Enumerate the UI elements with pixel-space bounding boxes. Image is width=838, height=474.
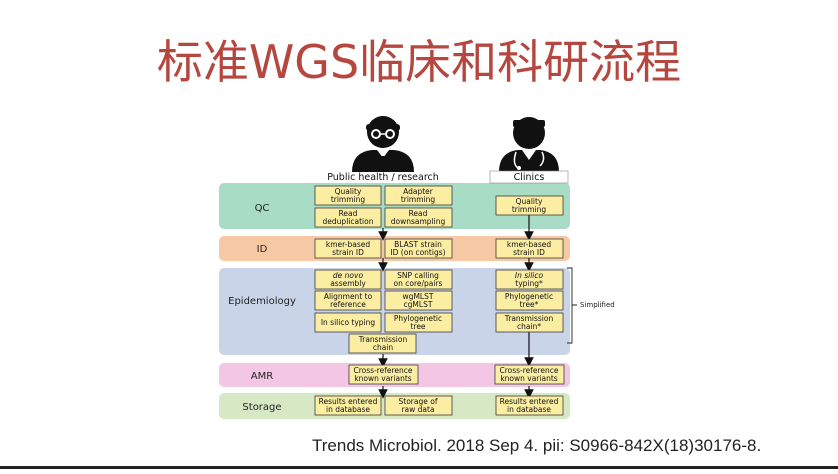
svg-text:chain*: chain*: [517, 322, 541, 331]
svg-text:Phylogenetic: Phylogenetic: [394, 314, 442, 323]
column-header-clinics-box: [489, 170, 569, 184]
svg-text:SNP calling: SNP calling: [397, 271, 439, 280]
qc-band: [219, 183, 570, 229]
doctor-icon: [499, 117, 559, 172]
svg-text:Storage of: Storage of: [399, 397, 438, 406]
simplified-bracket: [567, 267, 577, 344]
svg-text:wgMLST: wgMLST: [403, 292, 434, 301]
box-clinic-kmer-strain-id: kmer-based strain ID: [495, 238, 564, 259]
slide-title: 标准WGS临床和科研流程: [156, 35, 682, 89]
svg-text:Results entered: Results entered: [319, 397, 378, 406]
svg-text:Read: Read: [339, 209, 358, 218]
svg-text:Alignment to: Alignment to: [324, 292, 373, 301]
box-clinic-in-silico-typing: In silico typing*: [495, 269, 564, 290]
box-adapter-trimming: Adapter trimming: [384, 185, 453, 206]
box-kmer-strain-id: kmer-based strain ID: [314, 238, 382, 259]
svg-text:In silico typing: In silico typing: [321, 318, 376, 327]
svg-text:on core/pairs: on core/pairs: [394, 279, 443, 288]
column-header-public-health: Public health / research: [327, 172, 439, 183]
box-read-deduplication: Read deduplication: [314, 207, 382, 228]
box-read-downsampling: Read downsampling: [384, 207, 453, 228]
box-blast-strain-id: BLAST strain ID (on contigs): [384, 238, 453, 259]
stage-label-epidemiology: Epidemiology: [228, 296, 296, 307]
svg-text:in database: in database: [507, 405, 551, 414]
svg-text:trimming: trimming: [331, 195, 366, 204]
column-header-clinics: Clinics: [514, 172, 545, 183]
box-clinic-phylogenetic-tree: Phylogenetic tree*: [495, 290, 564, 311]
svg-text:in database: in database: [326, 405, 370, 414]
svg-text:strain ID: strain ID: [332, 248, 364, 257]
svg-text:deduplication: deduplication: [323, 217, 374, 226]
stage-label-qc: QC: [255, 203, 270, 214]
svg-text:tree*: tree*: [520, 300, 539, 309]
svg-text:strain ID: strain ID: [513, 248, 545, 257]
svg-text:Transmission: Transmission: [504, 314, 554, 323]
box-de-novo-assembly: de novo assembly: [314, 269, 382, 290]
box-snp-calling: SNP calling on core/pairs: [384, 269, 453, 290]
svg-text:known variants: known variants: [354, 374, 411, 383]
svg-text:downsampling: downsampling: [391, 217, 446, 226]
svg-text:chain: chain: [373, 343, 394, 352]
box-alignment-to-reference: Alignment to reference: [314, 290, 382, 311]
simplified-label: Simplified: [580, 301, 615, 309]
svg-text:kmer-based: kmer-based: [326, 240, 370, 249]
svg-text:Cross-reference: Cross-reference: [499, 366, 558, 375]
box-results-in-database: Results entered in database: [314, 395, 382, 416]
svg-text:typing*: typing*: [515, 279, 543, 288]
svg-text:cgMLST: cgMLST: [404, 300, 433, 309]
slide-bottom-rule: [0, 466, 838, 469]
svg-text:Transmission: Transmission: [358, 335, 408, 344]
svg-text:tree: tree: [410, 322, 425, 331]
svg-text:trimming: trimming: [512, 205, 547, 214]
scientist-icon: [352, 116, 414, 172]
svg-text:reference: reference: [330, 300, 366, 309]
svg-text:trimming: trimming: [401, 195, 436, 204]
box-clinic-cross-reference: Cross-reference known variants: [494, 364, 565, 385]
stage-label-id: ID: [257, 244, 268, 255]
stage-label-amr: AMR: [251, 371, 273, 382]
svg-text:assembly: assembly: [330, 279, 366, 288]
box-in-silico-typing: In silico typing: [314, 312, 382, 333]
svg-text:Quality: Quality: [335, 187, 362, 196]
svg-text:BLAST strain: BLAST strain: [394, 240, 442, 249]
stage-label-storage: Storage: [242, 402, 281, 413]
box-phylogenetic-tree: Phylogenetic tree: [384, 312, 453, 333]
svg-text:Cross-reference: Cross-reference: [353, 366, 412, 375]
citation: Trends Microbiol. 2018 Sep 4. pii: S0966…: [312, 436, 762, 455]
svg-text:Quality: Quality: [516, 197, 543, 206]
box-cross-reference: Cross-reference known variants: [348, 364, 419, 385]
svg-text:raw data: raw data: [401, 405, 434, 414]
svg-text:kmer-based: kmer-based: [507, 240, 551, 249]
box-wgmlst-cgmlst: wgMLST cgMLST: [384, 290, 453, 311]
svg-text:Results entered: Results entered: [500, 397, 559, 406]
box-transmission-chain: Transmission chain: [348, 333, 417, 354]
box-quality-trimming: Quality trimming: [314, 185, 382, 206]
svg-text:Phylogenetic: Phylogenetic: [505, 292, 553, 301]
box-clinic-results-in-database: Results entered in database: [495, 395, 564, 416]
svg-text:In silico: In silico: [515, 271, 544, 280]
svg-text:de novo: de novo: [333, 271, 364, 280]
svg-text:Adapter: Adapter: [403, 187, 434, 196]
svg-text:Read: Read: [409, 209, 428, 218]
box-clinic-transmission-chain: Transmission chain*: [495, 312, 564, 333]
svg-text:known variants: known variants: [500, 374, 557, 383]
box-clinic-quality-trimming: Quality trimming: [495, 195, 564, 216]
box-storage-raw-data: Storage of raw data: [384, 395, 453, 416]
epidemiology-band: [219, 268, 570, 355]
svg-text:ID (on contigs): ID (on contigs): [390, 248, 445, 257]
